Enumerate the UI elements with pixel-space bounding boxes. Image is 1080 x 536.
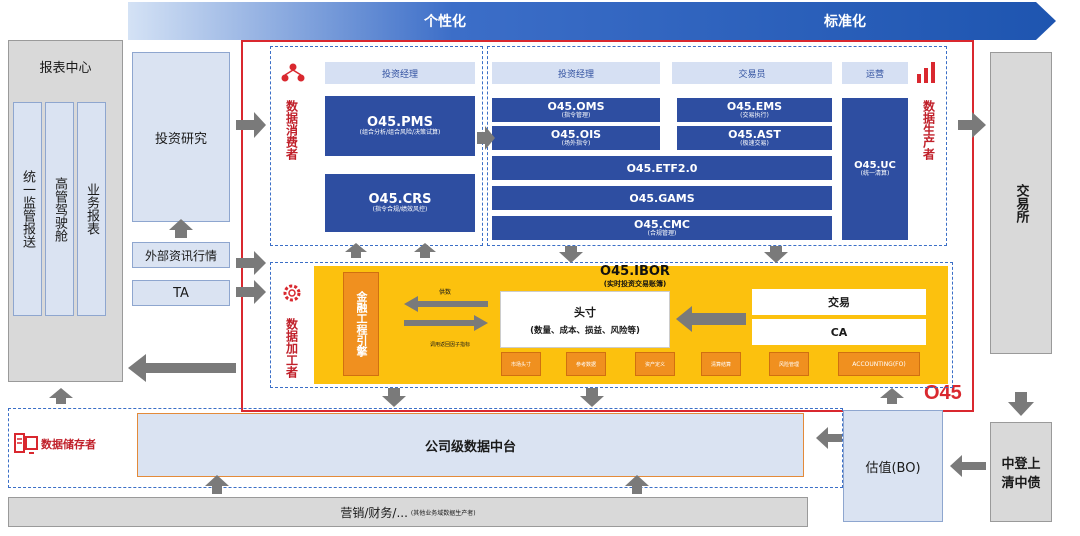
report-col-business: 业务报表 bbox=[77, 102, 106, 316]
consumer-header: 投资经理 bbox=[325, 62, 475, 84]
gams-box: O45.GAMS bbox=[492, 186, 832, 210]
storage-area bbox=[8, 408, 843, 488]
pms-box: O45.PMS (组合分析/组合风险/决策试算) bbox=[325, 96, 475, 156]
small-box-5: 风险管理 bbox=[769, 352, 809, 376]
bar-chart-icon bbox=[917, 62, 935, 83]
consumer-label-box: 数据消费者 bbox=[281, 92, 303, 168]
cmc-sub: (合规管理) bbox=[647, 230, 677, 238]
small-box-1: 市场头寸 bbox=[501, 352, 541, 376]
producer-header-pm: 投资经理 bbox=[492, 62, 660, 84]
pms-title: O45.PMS bbox=[367, 115, 433, 131]
ast-sub: (极速交易) bbox=[740, 140, 769, 148]
report-col-cockpit: 高管驾驶舱 bbox=[45, 102, 74, 316]
oms-title: O45.OMS bbox=[547, 100, 605, 114]
report-col-cockpit-label: 高管驾驶舱 bbox=[52, 176, 67, 242]
processor-area bbox=[270, 262, 953, 388]
clearing-box: 中登上清中债 bbox=[990, 422, 1052, 522]
ems-box: O45.EMS (交易执行) bbox=[677, 98, 832, 122]
oms-sub: (指令管理) bbox=[561, 112, 591, 120]
crs-sub: (指令合规/绩效风控) bbox=[372, 206, 428, 214]
external-info-box: 外部资讯行情 bbox=[132, 242, 230, 268]
left-arrow-to-position bbox=[676, 306, 746, 332]
ois-title: O45.OIS bbox=[550, 128, 602, 142]
fin-engine-box: 金融工程引擎 bbox=[343, 272, 379, 376]
pms-sub: (组合分析/组合风险/决策试算) bbox=[359, 129, 441, 137]
storage-label: 数据储存者 bbox=[41, 438, 96, 451]
uc-sub: (统一清算) bbox=[860, 170, 890, 178]
gear-icon bbox=[283, 284, 301, 302]
position-box: 头寸 (数量、成本、损益、风险等) bbox=[500, 291, 670, 348]
crs-title: O45.CRS bbox=[368, 192, 432, 208]
ois-box: O45.OIS (场外指令) bbox=[492, 126, 660, 150]
position-sub: (数量、成本、损益、风险等) bbox=[530, 325, 640, 336]
ois-sub: (场外指令) bbox=[561, 140, 591, 148]
oms-box: O45.OMS (指令管理) bbox=[492, 98, 660, 122]
position-title: 头寸 bbox=[574, 305, 596, 319]
uc-box: O45.UC (统一清算) bbox=[842, 98, 908, 240]
marketing-bar: 营销/财务/... (其他业务域数据生产者) bbox=[8, 497, 808, 527]
uc-title: O45.UC bbox=[854, 160, 896, 172]
producer-header-trader: 交易员 bbox=[672, 62, 832, 84]
ibor-sub: (实时投资交易账簿) bbox=[603, 280, 667, 288]
banner-left-label: 个性化 bbox=[424, 14, 466, 30]
data-platform-box: 公司级数据中台 bbox=[137, 413, 804, 477]
processor-label-box: 数据加工者 bbox=[281, 310, 303, 386]
database-device-icon bbox=[14, 433, 38, 454]
valuation-box: 估值(BO) bbox=[843, 410, 943, 522]
small-box-6: ACCOUNTING(FO) bbox=[838, 352, 920, 376]
banner-right-label: 标准化 bbox=[824, 14, 866, 30]
cmc-title: O45.CMC bbox=[634, 218, 690, 232]
producer-label: 数据生产者 bbox=[921, 100, 936, 160]
ems-title: O45.EMS bbox=[726, 100, 783, 114]
ast-box: O45.AST (极速交易) bbox=[677, 126, 832, 150]
banner-arrow bbox=[128, 2, 1056, 40]
people-network-icon bbox=[281, 63, 305, 82]
trade-box: 交易 bbox=[752, 289, 926, 315]
report-center-title: 报表中心 bbox=[39, 60, 92, 76]
small-box-2: 参考数据 bbox=[566, 352, 606, 376]
ems-sub: (交易执行) bbox=[740, 112, 769, 120]
ibor-title: O45.IBOR bbox=[600, 263, 670, 279]
small-box-3: 资产定义 bbox=[635, 352, 675, 376]
report-col-business-label: 业务报表 bbox=[84, 183, 99, 235]
report-col-regulatory-label: 统一监管报送 bbox=[20, 170, 35, 248]
marketing-main: 营销/财务/... bbox=[340, 505, 408, 520]
exchange-box: 交易所 bbox=[990, 52, 1052, 354]
report-col-regulatory: 统一监管报送 bbox=[13, 102, 42, 316]
supply-label: 供数 bbox=[438, 288, 451, 296]
processor-label: 数据加工者 bbox=[284, 318, 299, 378]
investment-research: 投资研究 bbox=[132, 52, 230, 222]
producer-header-ops: 运营 bbox=[842, 62, 908, 84]
exchange-label: 交易所 bbox=[1013, 183, 1029, 223]
small-box-4: 清算结算 bbox=[701, 352, 741, 376]
producer-label-box: 数据生产者 bbox=[918, 92, 940, 168]
etf-box: O45.ETF2.0 bbox=[492, 156, 832, 180]
ta-box: TA bbox=[132, 280, 230, 306]
marketing-sub: (其他业务域数据生产者) bbox=[410, 509, 476, 517]
ca-box: CA bbox=[752, 319, 926, 345]
o45-frame bbox=[241, 40, 974, 412]
bidirectional-arrows bbox=[404, 296, 488, 331]
ast-title: O45.AST bbox=[728, 128, 781, 142]
crs-box: O45.CRS (指令合规/绩效风控) bbox=[325, 174, 475, 232]
cmc-box: O45.CMC (合规管理) bbox=[492, 216, 832, 240]
fin-engine-label: 金融工程引擎 bbox=[355, 291, 368, 357]
consumer-label: 数据消费者 bbox=[284, 100, 299, 160]
consumer-area bbox=[270, 46, 483, 246]
call-back-label: 调用返回因子指标 bbox=[429, 342, 470, 349]
